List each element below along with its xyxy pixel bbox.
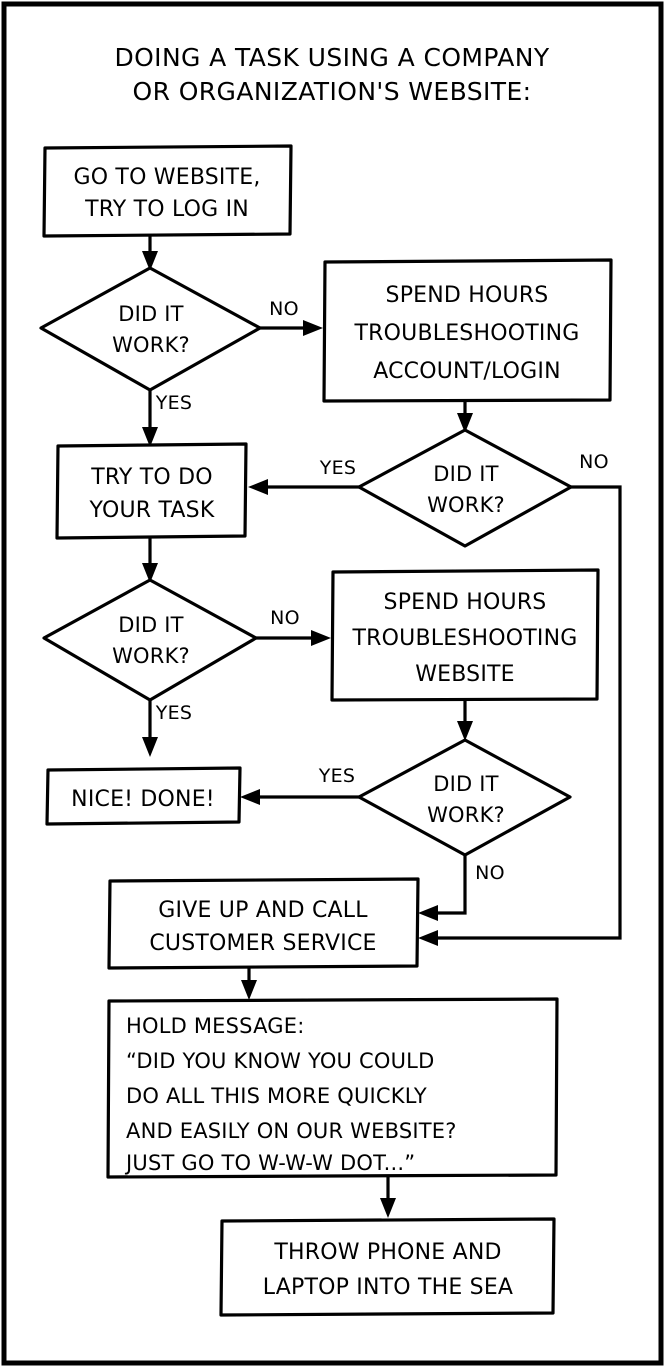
edge-decision-task-no xyxy=(255,630,331,646)
comic-title-line-1: DOING A TASK USING A COMPANY xyxy=(114,43,549,72)
node-hold-message[interactable]: HOLD MESSAGE: “DID YOU KNOW YOU COULD DO… xyxy=(106,997,559,1179)
edge-label-yes-4: YES xyxy=(318,765,356,787)
edge-decision-task-yes xyxy=(142,698,158,757)
node-try-task-line-1: TRY TO DO xyxy=(90,465,213,490)
node-hold-message-line-3: DO ALL THIS MORE QUICKLY xyxy=(126,1084,427,1108)
node-throw-sea-line-2: LAPTOP INTO THE SEA xyxy=(263,1275,513,1300)
node-troubleshoot-login-line-1: SPEND HOURS xyxy=(386,283,549,308)
edge-decision-site-no xyxy=(418,853,467,921)
node-try-task[interactable]: TRY TO DO YOUR TASK xyxy=(55,442,248,540)
node-troubleshoot-site[interactable]: SPEND HOURS TROUBLESHOOTING WEBSITE xyxy=(330,568,600,702)
edge-try-task-to-decision xyxy=(142,535,158,583)
edge-troubleshoot-login-to-decision xyxy=(457,398,473,433)
node-decision-login2[interactable]: DID IT WORK? xyxy=(357,428,573,548)
node-decision-login[interactable]: DID IT WORK? xyxy=(39,266,262,392)
node-troubleshoot-login-line-3: ACCOUNT/LOGIN xyxy=(373,359,561,384)
node-throw-sea-line-1: THROW PHONE AND xyxy=(273,1240,501,1265)
edge-troubleshoot-site-to-decision xyxy=(457,698,473,741)
node-done-line-1: NICE! DONE! xyxy=(71,787,215,812)
edge-label-no-2: NO xyxy=(579,451,609,473)
node-troubleshoot-login[interactable]: SPEND HOURS TROUBLESHOOTING ACCOUNT/LOGI… xyxy=(322,258,613,403)
node-hold-message-line-2: “DID YOU KNOW YOU COULD xyxy=(126,1049,434,1073)
node-give-up-line-1: GIVE UP AND CALL xyxy=(158,898,368,923)
edge-decision-site-yes xyxy=(240,789,362,805)
node-decision-login2-line-2: WORK? xyxy=(427,493,505,517)
node-troubleshoot-site-line-3: WEBSITE xyxy=(415,662,515,687)
node-decision-task-line-2: WORK? xyxy=(112,644,190,668)
node-hold-message-line-4: AND EASILY ON OUR WEBSITE? xyxy=(126,1119,457,1143)
node-decision-task-line-1: DID IT xyxy=(118,613,183,637)
node-troubleshoot-site-line-2: TROUBLESHOOTING xyxy=(352,626,578,651)
node-decision-login2-line-1: DID IT xyxy=(433,462,498,486)
node-decision-task[interactable]: DID IT WORK? xyxy=(42,578,258,702)
node-give-up-line-2: CUSTOMER SERVICE xyxy=(149,931,376,956)
edge-label-no-3: NO xyxy=(270,607,300,629)
node-decision-login-line-2: WORK? xyxy=(112,333,190,357)
edge-give-up-to-hold xyxy=(241,966,257,1000)
edge-label-yes-3: YES xyxy=(155,702,193,724)
node-start-line-1: GO TO WEBSITE, xyxy=(73,165,260,190)
node-decision-login-line-1: DID IT xyxy=(118,302,183,326)
node-decision-site-line-2: WORK? xyxy=(427,803,505,827)
node-done[interactable]: NICE! DONE! xyxy=(45,766,242,826)
node-hold-message-line-1: HOLD MESSAGE: xyxy=(126,1014,305,1038)
node-throw-sea[interactable]: THROW PHONE AND LAPTOP INTO THE SEA xyxy=(219,1217,556,1317)
edge-label-yes-2: YES xyxy=(319,457,357,479)
edge-start-to-decision-login xyxy=(142,233,158,271)
node-hold-message-line-5: JUST GO TO W-W-W DOT...” xyxy=(124,1151,415,1175)
edge-hold-to-throw xyxy=(380,1174,396,1218)
node-decision-site-line-1: DID IT xyxy=(433,772,498,796)
node-give-up[interactable]: GIVE UP AND CALL CUSTOMER SERVICE xyxy=(107,877,420,970)
node-troubleshoot-site-line-1: SPEND HOURS xyxy=(384,590,547,615)
node-decision-site[interactable]: DID IT WORK? xyxy=(357,738,572,857)
edge-label-no-1: NO xyxy=(269,298,299,320)
node-start[interactable]: GO TO WEBSITE, TRY TO LOG IN xyxy=(42,144,293,238)
edge-decision-login-yes xyxy=(142,388,158,447)
node-try-task-line-2: YOUR TASK xyxy=(89,498,215,523)
node-start-line-2: TRY TO LOG IN xyxy=(84,197,249,222)
edge-decision-login2-no xyxy=(418,485,622,946)
edge-label-yes-1: YES xyxy=(155,392,193,414)
comic-title-line-2: OR ORGANIZATION'S WEBSITE: xyxy=(133,77,532,106)
edge-label-no-4: NO xyxy=(475,862,505,884)
edge-decision-login2-yes xyxy=(248,479,362,495)
node-troubleshoot-login-line-2: TROUBLESHOOTING xyxy=(354,321,580,346)
edge-decision-login-no xyxy=(259,320,323,336)
